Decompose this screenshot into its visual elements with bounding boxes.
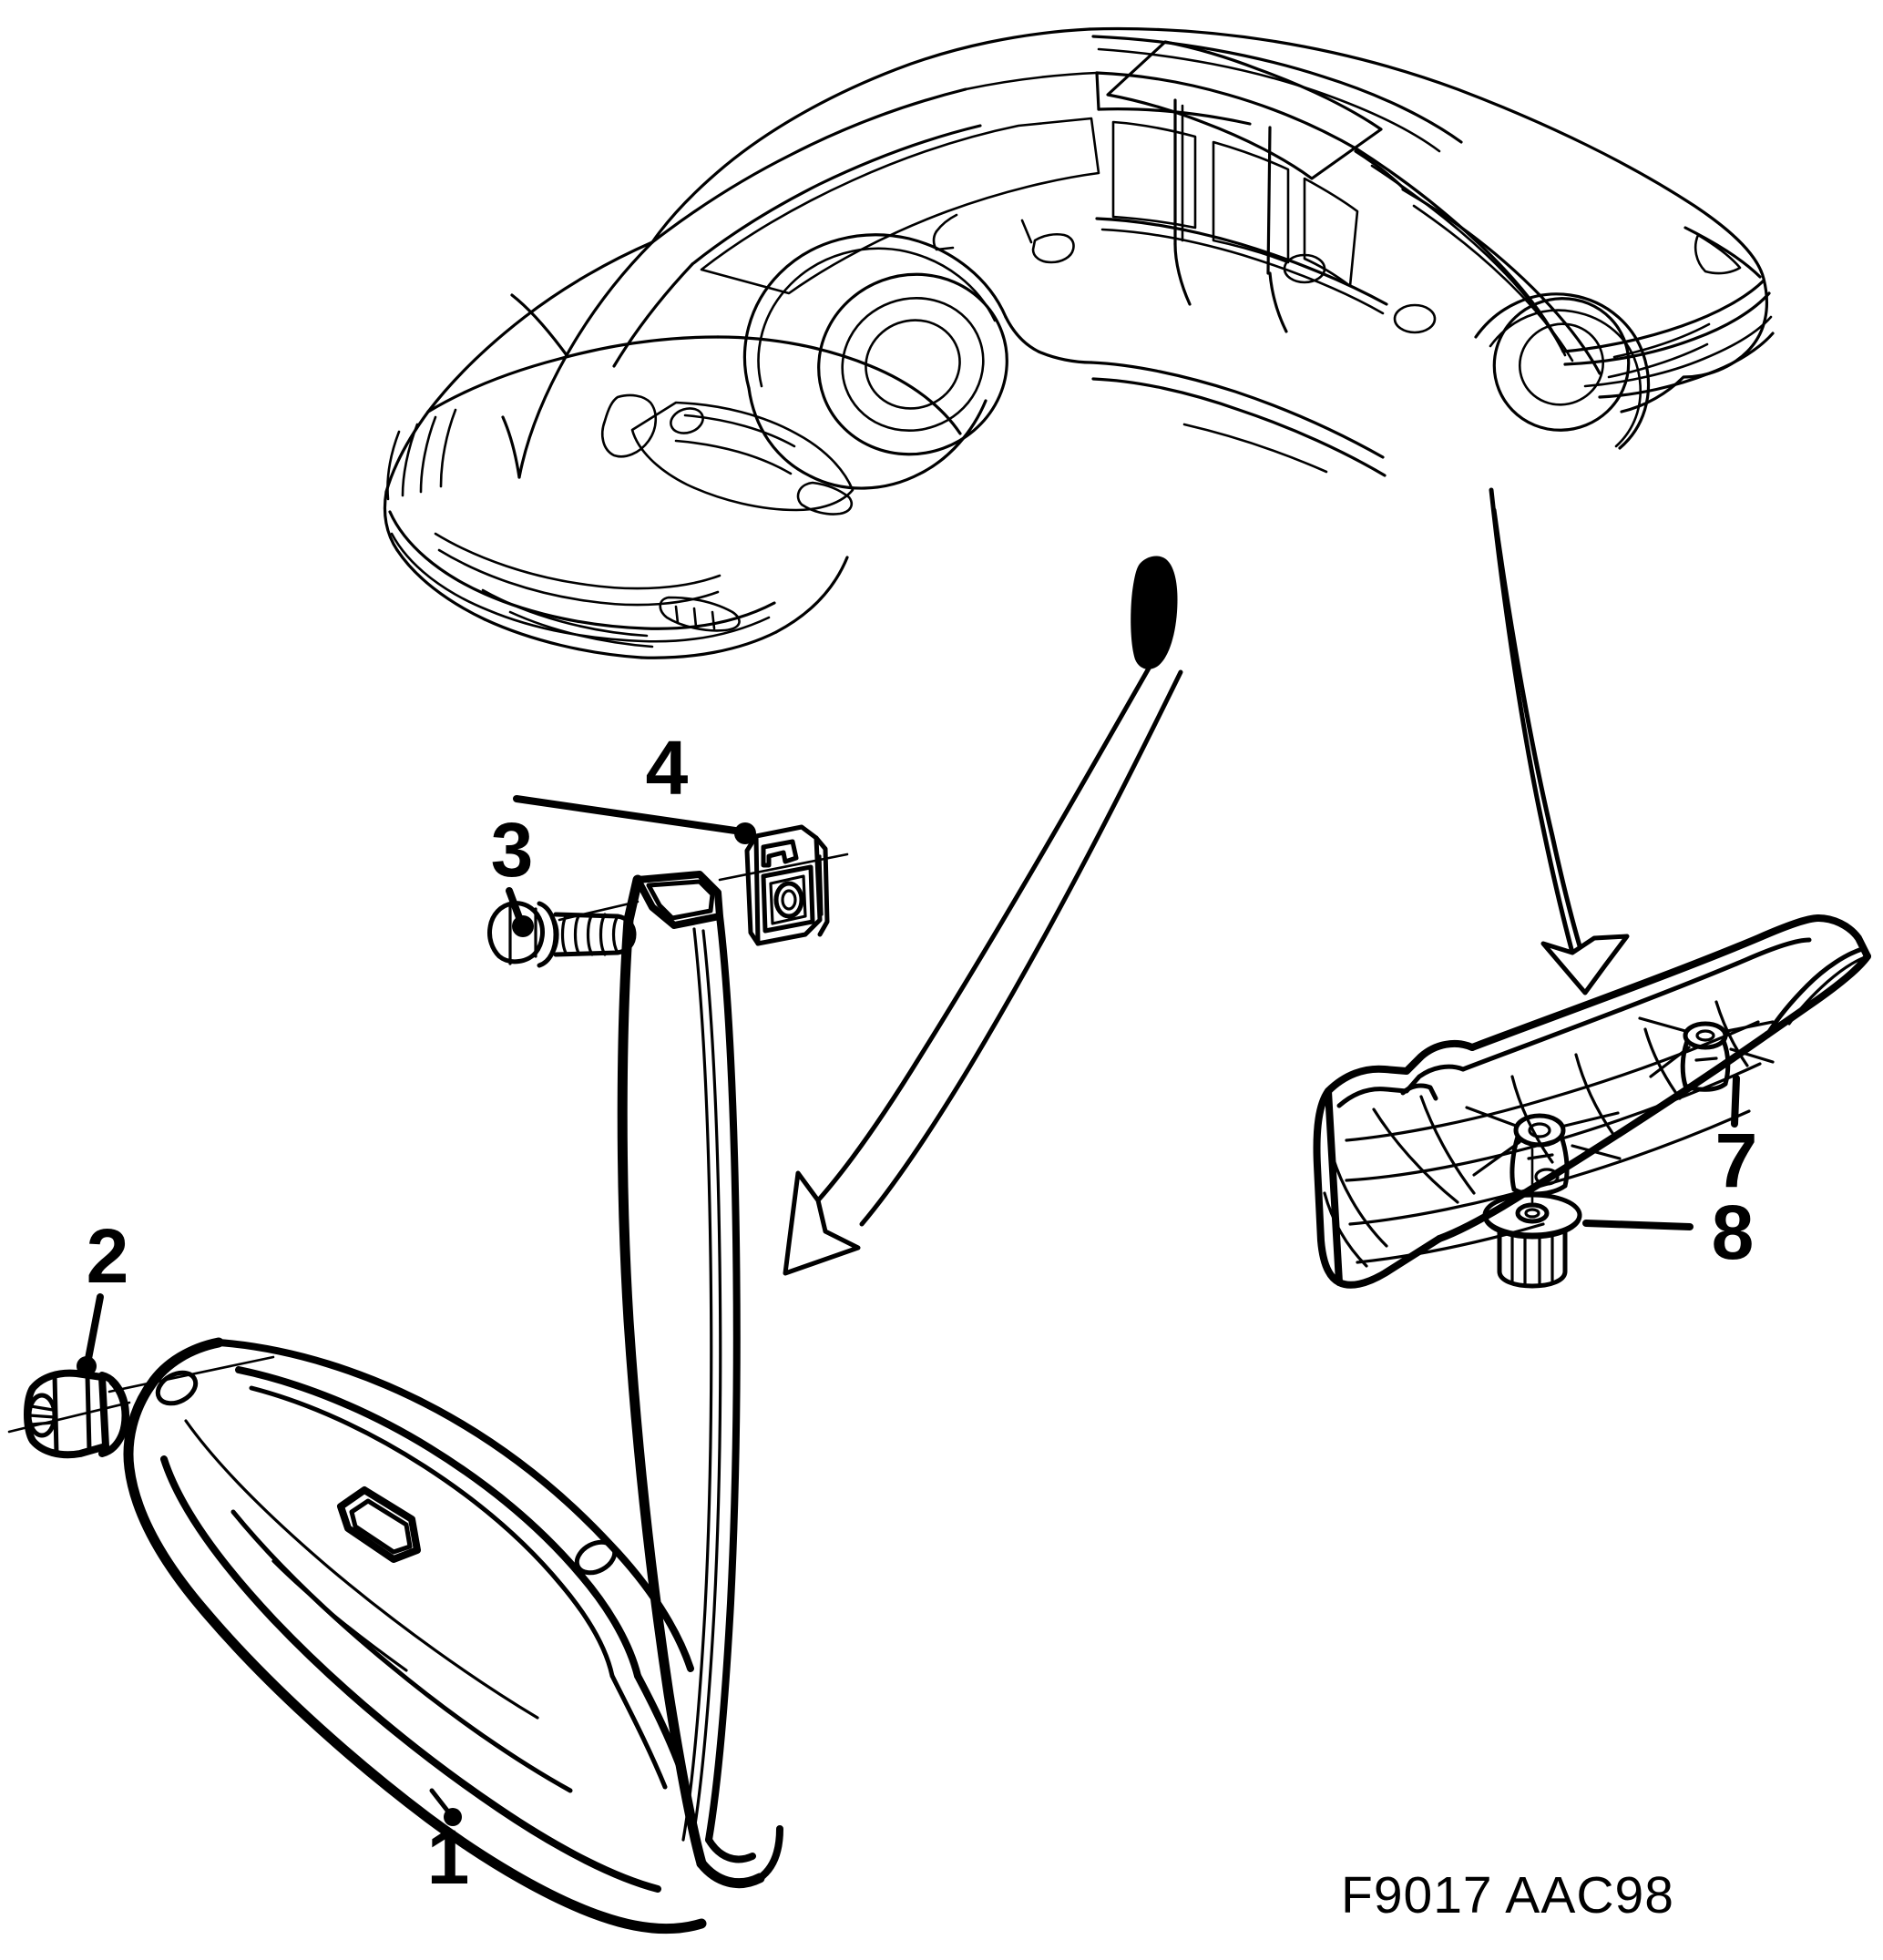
part-underbody-shield: [1313, 914, 1871, 1289]
figure-code: F9017 AAC98: [1341, 1866, 1674, 1924]
arrow-to-mudflap: [783, 664, 1183, 1276]
mount-location-marker: [1131, 556, 1178, 669]
callout-leaders: [77, 795, 1740, 1826]
arrow-to-shield: [1489, 487, 1630, 995]
callout-7: 7: [1715, 1118, 1758, 1203]
callout-4: 4: [646, 725, 689, 811]
shield-mount-boss-2: [1638, 1016, 1775, 1092]
part-spring-clip-nut: [744, 824, 830, 946]
part-hex-flange-bolt: [487, 901, 637, 968]
callout-numbers: 1 2 3 4 7 8: [87, 725, 1758, 1900]
callout-1: 1: [427, 1814, 470, 1900]
callout-2: 2: [87, 1213, 129, 1299]
part-mud-flap: [123, 871, 783, 1934]
part-push-in-rivet: [1482, 1148, 1582, 1289]
part-cap-nut: [24, 1369, 129, 1459]
vehicle-illustration: [383, 26, 1775, 669]
callout-3: 3: [491, 807, 534, 893]
callout-8: 8: [1712, 1189, 1755, 1275]
